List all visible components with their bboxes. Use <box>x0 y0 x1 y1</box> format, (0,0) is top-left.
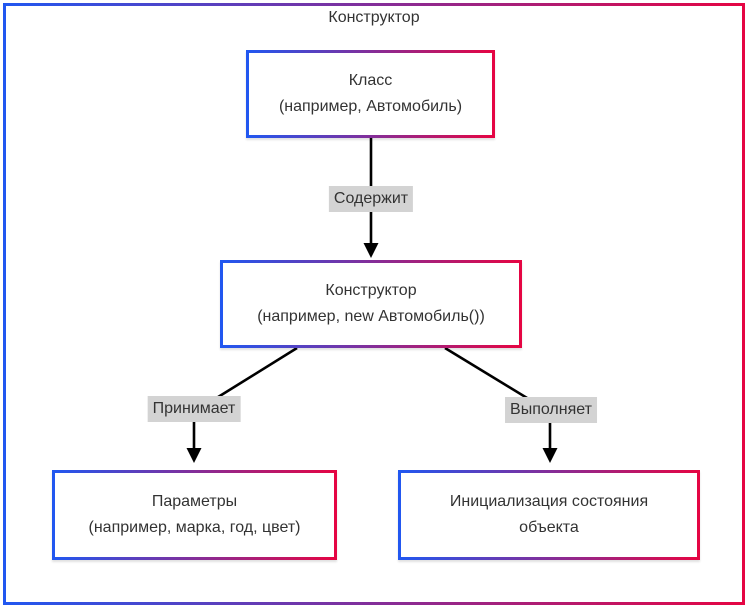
node-class: Класс (например, Автомобиль) <box>246 50 495 138</box>
node-init-line2: объекта <box>519 519 579 536</box>
subgraph-title: Конструктор <box>328 9 420 26</box>
node-constructor-subtitle: (например, new Автомобиль()) <box>257 308 485 325</box>
edge-label-performs: Выполняет <box>505 397 597 423</box>
node-params: Параметры (например, марка, год, цвет) <box>52 470 337 560</box>
arrowhead-icon <box>363 243 379 258</box>
arrowhead-icon <box>186 448 202 463</box>
node-params-subtitle: (например, марка, год, цвет) <box>88 519 301 536</box>
node-constructor-title: Конструктор <box>325 282 417 299</box>
edge-label-contains: Содержит <box>328 186 414 212</box>
node-params-title: Параметры <box>151 493 238 510</box>
edge-label-accepts: Принимает <box>147 396 241 422</box>
node-constructor: Конструктор (например, new Автомобиль()) <box>220 260 522 348</box>
node-init: Инициализация состояния объекта <box>398 470 700 560</box>
node-class-title: Класс <box>348 72 393 89</box>
node-class-subtitle: (например, Автомобиль) <box>278 98 463 115</box>
arrowhead-icon <box>542 448 558 463</box>
node-init-line1: Инициализация состояния <box>449 493 649 510</box>
